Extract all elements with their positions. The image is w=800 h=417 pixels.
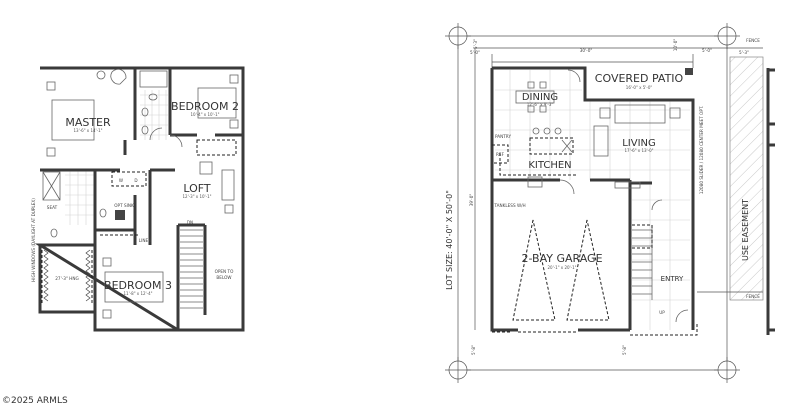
kitchen-island bbox=[529, 137, 574, 155]
copyright-watermark: ©2025 ARMLS bbox=[2, 396, 68, 406]
master-dims: 13'-6" x 14'-1" bbox=[74, 128, 103, 133]
below-label: BELOW bbox=[216, 275, 231, 280]
pantry-label: PANTRY bbox=[495, 134, 511, 139]
upper-floor-plan: W D OPT SINK LINEN SEAT 27'-3" HNG HIGH … bbox=[31, 66, 245, 332]
washer-label: W bbox=[119, 178, 123, 183]
main-stairs bbox=[632, 224, 653, 300]
dim-front-left: 5'-8" bbox=[471, 345, 476, 355]
living-dims: 17'-6" x 13'-0" bbox=[625, 148, 654, 153]
dim-easement: 5'-3" bbox=[739, 50, 749, 55]
closet-rod bbox=[196, 139, 237, 156]
main-floor-plan: 5'-0" 30'-0" 10'-0" 5'-0" 5'-3" 39'-0" 5… bbox=[445, 23, 775, 383]
ref-label: REF bbox=[496, 152, 505, 157]
post-icon bbox=[685, 68, 693, 75]
loft-label: LOFT bbox=[183, 182, 211, 195]
washer-dryer bbox=[111, 171, 147, 187]
dining-label: DINING bbox=[522, 92, 558, 103]
up-label: UP bbox=[659, 310, 665, 315]
water-heater-label: TANKLESS W/H bbox=[493, 203, 525, 208]
bedroom3-label: BEDROOM 3 bbox=[104, 279, 172, 292]
shower-icon bbox=[42, 171, 61, 201]
master-label: MASTER bbox=[65, 116, 111, 129]
upper-interior-walls bbox=[40, 68, 243, 330]
dim-top-left: 5'-3" bbox=[473, 39, 478, 49]
loveseat bbox=[593, 125, 609, 157]
main-outer-walls bbox=[490, 66, 695, 332]
garage-label: 2-BAY GARAGE bbox=[521, 252, 602, 265]
master-bed bbox=[51, 99, 95, 141]
sink-icon bbox=[115, 210, 125, 220]
fireplace bbox=[614, 181, 641, 189]
fence-side-label: FENCE bbox=[746, 294, 760, 299]
dim-width: 30'-0" bbox=[580, 48, 593, 53]
open-to-label: OPEN TO bbox=[215, 269, 234, 274]
garage-parking-outlines bbox=[512, 219, 610, 321]
range-icon bbox=[527, 176, 543, 188]
bath-tile bbox=[65, 90, 168, 225]
high-windows-note: HIGH WINDOWS (DAYLIGHT AT DUPLEX) bbox=[31, 198, 36, 282]
bedroom2-label: BEDROOM 2 bbox=[171, 100, 239, 113]
patio-dims: 16'-0" x 5'-0" bbox=[626, 85, 653, 90]
walk-in-closet-rods bbox=[41, 234, 140, 305]
living-label: LIVING bbox=[622, 138, 656, 149]
bedroom2-dims: 10'-4" x 10'-1" bbox=[191, 112, 220, 117]
kitchen-label: KITCHEN bbox=[528, 160, 571, 171]
main-interior-walls bbox=[492, 178, 652, 330]
linen-label: LINEN bbox=[139, 238, 151, 243]
seat-label: SEAT bbox=[47, 205, 58, 210]
dim-left-setback: 5'-0" bbox=[470, 50, 480, 55]
dryer-label: D bbox=[134, 178, 137, 183]
dim-right-setback: 5'-0" bbox=[702, 48, 712, 53]
garage-door-line bbox=[492, 322, 698, 336]
patio-label: COVERED PATIO bbox=[595, 72, 684, 85]
bedroom3-dims: 11'-8" x 12'-4" bbox=[124, 291, 153, 296]
grid-markers bbox=[445, 23, 740, 383]
bathtub bbox=[139, 70, 168, 88]
upper-stairs bbox=[180, 229, 203, 309]
dining-dims: 12'-6" x 9'-3" bbox=[527, 102, 554, 107]
down-label: DN bbox=[187, 220, 193, 225]
use-easement bbox=[697, 56, 775, 335]
opt-sink-label: OPT SINK bbox=[114, 203, 134, 208]
bedroom3-bed bbox=[104, 271, 164, 303]
bedroom2-bed bbox=[197, 87, 237, 119]
slider-note: 12080 SLIDER / 12080 CENTER MEET OPT. bbox=[699, 106, 704, 195]
dim-front-right: 5'-8" bbox=[622, 345, 627, 355]
dining-table bbox=[515, 90, 555, 104]
easement-label: USE EASEMENT bbox=[741, 199, 750, 261]
toilet-icon bbox=[148, 93, 158, 101]
entry-label: ENTRY bbox=[661, 275, 684, 283]
fence-top-label: FENCE bbox=[746, 38, 760, 43]
master-lamp-icon bbox=[96, 70, 106, 80]
chair-icon bbox=[110, 68, 127, 85]
loft-dims: 12'-3" x 10'-1" bbox=[183, 194, 212, 199]
closet-label: 27'-3" HNG bbox=[55, 276, 78, 281]
dim-rear-setback: 10'-0" bbox=[673, 39, 678, 52]
sofa bbox=[614, 104, 666, 124]
dim-depth: 39'-0" bbox=[469, 194, 474, 207]
garage-dims: 20'-1" x 20'-1" bbox=[548, 265, 577, 270]
lot-size-label: LOT SIZE: 40'-0" X 50'-0" bbox=[445, 190, 454, 290]
